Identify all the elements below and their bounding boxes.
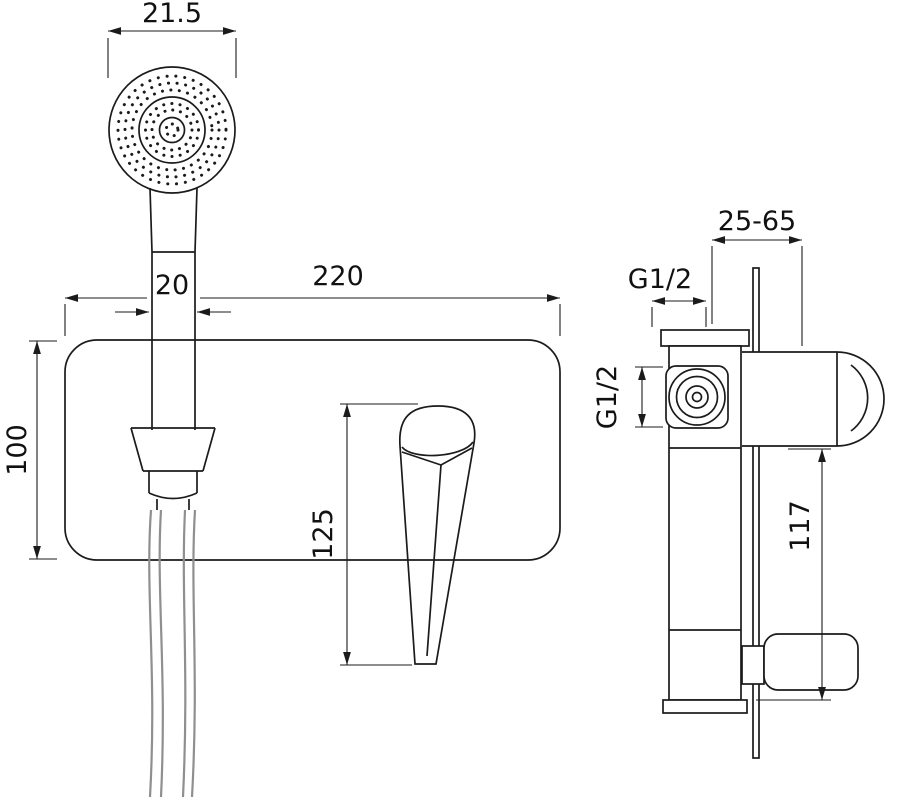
spray-dots-ring-5 xyxy=(150,108,194,152)
shower-head xyxy=(108,66,236,194)
spray-dots-ring-2 xyxy=(123,81,221,179)
body-bottom-cap xyxy=(662,699,748,714)
valve-port-center xyxy=(691,391,703,403)
shower-handle xyxy=(149,187,198,430)
thread-label-top: G1/2 xyxy=(628,264,692,295)
dimension-lever-length: 125 xyxy=(308,508,339,560)
side-view: 25-65 G1/2 G1/2 117 xyxy=(592,206,885,759)
spray-dots-ring-3 xyxy=(130,88,214,172)
body-top-cap xyxy=(660,329,750,347)
shower-bracket xyxy=(130,427,216,510)
spray-dots-ring-1 xyxy=(116,74,228,186)
spray-dots-center xyxy=(164,122,180,138)
valve-port-outer xyxy=(668,368,726,426)
head-center-ring xyxy=(158,116,186,144)
head-mid-ring xyxy=(138,96,206,164)
lever-side xyxy=(741,633,859,691)
valve-body-side xyxy=(660,329,750,714)
front-view: 21.5 20 220 100 125 xyxy=(2,0,561,798)
dimensions-front xyxy=(29,27,561,666)
spray-dots-ring-4 xyxy=(144,102,200,158)
lever-grip-side xyxy=(763,633,859,691)
valve-port-inner xyxy=(685,385,709,409)
dimensions-side xyxy=(635,236,831,701)
dimension-plate-height: 100 xyxy=(2,424,33,476)
dimension-spout-height: 117 xyxy=(785,500,816,552)
thread-label-side: G1/2 xyxy=(592,365,623,429)
head-outer-ring xyxy=(108,66,236,194)
shower-hose xyxy=(148,509,197,798)
valve-port-mid xyxy=(675,375,719,419)
lever-stem-side xyxy=(741,645,765,685)
dimension-handle-width: 20 xyxy=(155,270,189,301)
mixer-lever-front xyxy=(399,405,476,665)
wall-plate-side xyxy=(752,267,760,759)
mounting-plate-front xyxy=(64,339,561,561)
dimension-plate-width: 220 xyxy=(312,261,364,292)
dimension-head-diameter: 21.5 xyxy=(142,0,202,29)
dimension-mount-depth: 25-65 xyxy=(718,206,796,237)
spout-side xyxy=(742,351,885,447)
